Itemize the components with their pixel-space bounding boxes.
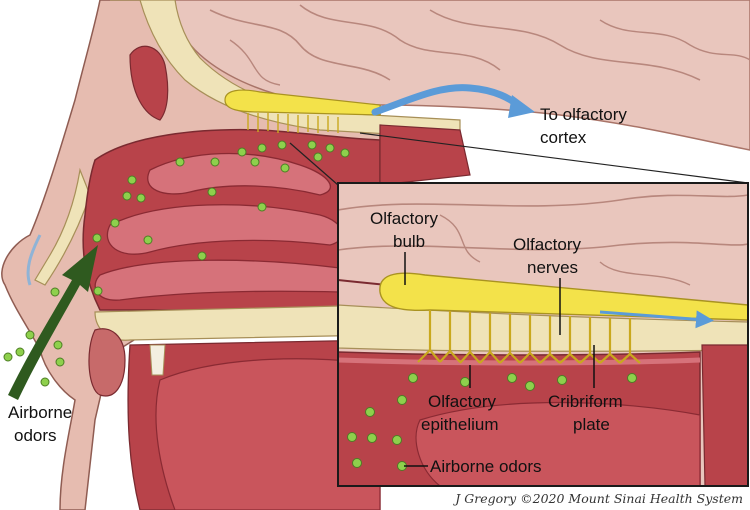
inset-brain-fold-3 — [439, 214, 481, 263]
brain-fold-5 — [599, 19, 750, 61]
brain-fold-1 — [209, 9, 391, 81]
odor-particles-outside — [3, 330, 65, 387]
inset-cribriform-bone — [338, 304, 748, 352]
bulb-label-line1: Olfactory — [370, 209, 439, 228]
sphenoid-sinus — [379, 124, 471, 186]
brain-fold-4 — [229, 39, 281, 86]
inset-brain-fold-2 — [338, 241, 748, 251]
inset-turbinate — [415, 401, 701, 486]
nerves-label-line2: nerves — [527, 258, 578, 277]
inhalation-arrow — [8, 245, 98, 400]
olfactory-bulb-inset — [379, 272, 748, 321]
brain — [174, 0, 750, 151]
inset-leader-2 — [359, 132, 749, 184]
brain-fold-3 — [429, 9, 701, 81]
inset-right-tissue — [701, 344, 748, 486]
to-cortex-label-line2: cortex — [540, 128, 587, 147]
cortex-arrow — [371, 84, 526, 116]
inset-frame — [337, 182, 749, 487]
cortex-arrow-head — [508, 95, 535, 118]
inset-leader-1 — [289, 142, 339, 186]
inset-epithelium-layer — [338, 357, 701, 366]
credit-line: J Gregory ©2020 Mount Sinai Health Syste… — [452, 491, 743, 506]
brain-fold-2 — [299, 4, 501, 71]
middle-turbinate — [106, 204, 343, 255]
inset-brain-fold-4 — [599, 261, 691, 286]
to-cortex-label-line1: To olfactory — [540, 105, 627, 124]
cribriform-label-line2: plate — [573, 415, 610, 434]
olfactory-nerves-inset — [417, 310, 641, 364]
cribriform-label-line1: Cribriform — [548, 392, 623, 411]
olfactory-nerves-main — [247, 113, 339, 133]
upper-lip — [88, 328, 126, 397]
airborne-inset-label: Airborne odors — [430, 457, 542, 476]
tooth — [149, 344, 166, 376]
airborne-main-label-line1: Airborne — [8, 403, 72, 422]
inset-view — [338, 183, 748, 486]
bulb-label-line2: bulb — [393, 232, 425, 251]
nerves-label-line1: Olfactory — [513, 235, 582, 254]
epithelium-label-line2: epithelium — [421, 415, 499, 434]
nasal-bone — [34, 167, 91, 286]
frontal-sinus — [129, 45, 169, 121]
nose-cartilage — [26, 234, 42, 286]
epithelium-label-line1: Olfactory — [428, 392, 497, 411]
inset-brain-fold-1 — [338, 194, 748, 211]
airborne-main-label-line2: odors — [14, 426, 57, 445]
inset-cortex-arrow — [599, 310, 714, 329]
